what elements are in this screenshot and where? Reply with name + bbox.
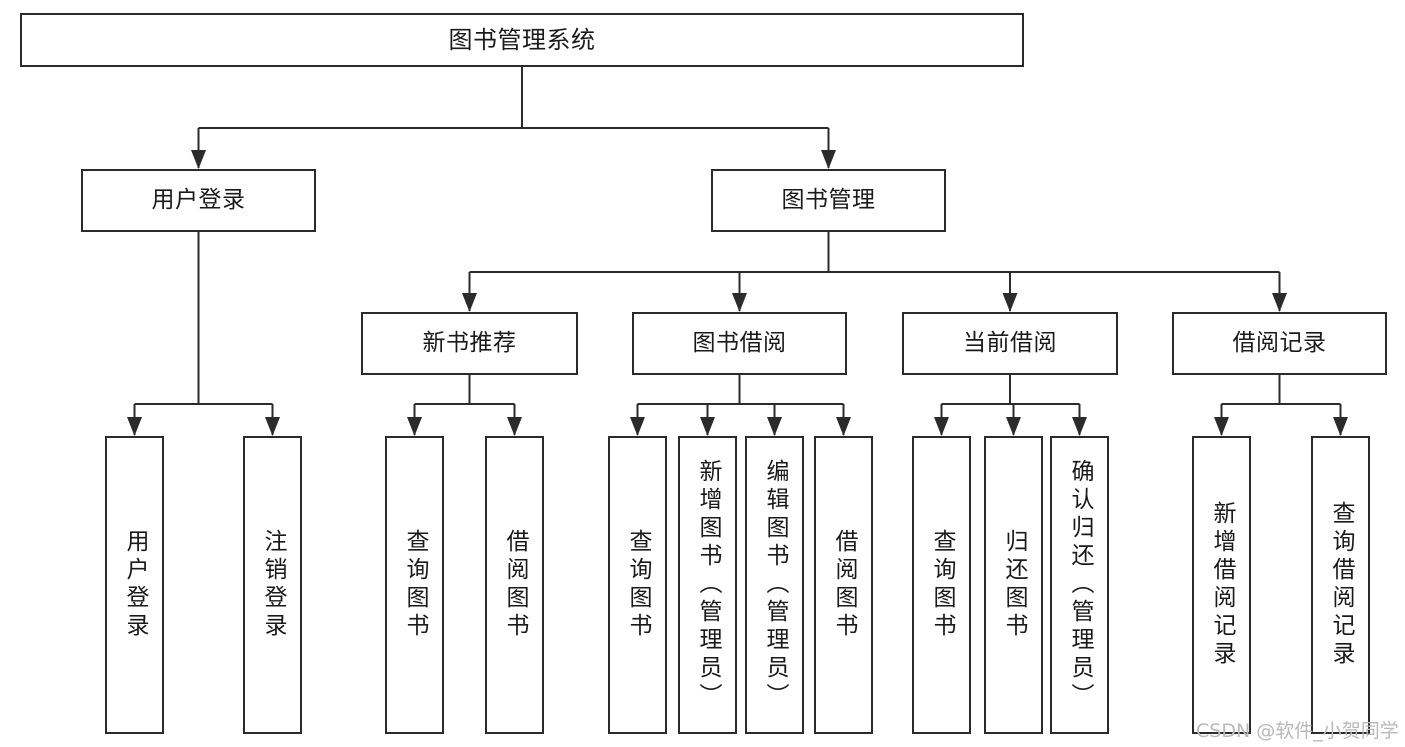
node-label: 查询图书 <box>625 529 651 641</box>
arrow-head-icon <box>1002 293 1018 312</box>
node-leaf-query-book-1[interactable]: 查询图书 <box>385 436 444 734</box>
node-l2-current-borrow[interactable]: 当前借阅 <box>902 312 1118 375</box>
node-label: 归还图书 <box>1001 529 1027 641</box>
node-label: 新增图书（管理员） <box>695 459 721 711</box>
arrow-head-icon <box>265 417 280 436</box>
arrow-head-icon <box>836 417 851 436</box>
node-label: 借阅图书 <box>831 529 857 641</box>
node-label: 图书借阅 <box>692 329 787 356</box>
node-leaf-borrow-book-1[interactable]: 借阅图书 <box>485 436 544 734</box>
arrow-head-icon <box>1333 417 1348 436</box>
arrow-head-icon <box>821 150 836 169</box>
node-label: 注销登录 <box>260 529 286 641</box>
node-leaf-confirm-return[interactable]: 确认归还（管理员） <box>1050 436 1109 734</box>
node-leaf-borrow-book-2[interactable]: 借阅图书 <box>814 436 873 734</box>
node-label: 查询图书 <box>929 529 955 641</box>
node-label: 图书管理系统 <box>448 25 596 54</box>
node-label: 图书管理 <box>781 186 876 213</box>
arrow-head-icon <box>934 417 949 436</box>
node-leaf-query-record[interactable]: 查询借阅记录 <box>1311 436 1370 734</box>
node-leaf-query-book-3[interactable]: 查询图书 <box>912 436 971 734</box>
arrow-head-icon <box>1272 293 1287 312</box>
node-leaf-edit-book[interactable]: 编辑图书（管理员） <box>745 436 804 734</box>
arrow-head-icon <box>1006 417 1021 436</box>
csdn-watermark: CSDN @软件_小贺同学 <box>1196 720 1399 742</box>
node-label: 确认归还（管理员） <box>1067 459 1093 711</box>
arrow-head-icon <box>407 417 422 436</box>
node-leaf-add-book[interactable]: 新增图书（管理员） <box>678 436 737 734</box>
node-l1-user-login[interactable]: 用户登录 <box>81 169 316 232</box>
arrow-head-icon <box>1072 417 1087 436</box>
arrow-head-icon <box>630 417 645 436</box>
node-label: 用户登录 <box>122 529 148 641</box>
node-label: 借阅记录 <box>1232 329 1327 356</box>
arrow-head-icon <box>732 293 747 312</box>
arrow-head-icon <box>127 417 142 436</box>
arrow-head-icon <box>507 417 522 436</box>
node-l2-borrow-record[interactable]: 借阅记录 <box>1172 312 1387 375</box>
node-leaf-return-book[interactable]: 归还图书 <box>984 436 1043 734</box>
node-label: 新书推荐 <box>422 329 517 356</box>
node-label: 查询借阅记录 <box>1328 501 1354 669</box>
arrow-head-icon <box>700 417 715 436</box>
node-l1-book-mgmt[interactable]: 图书管理 <box>711 169 946 232</box>
node-l2-book-borrow[interactable]: 图书借阅 <box>632 312 847 375</box>
node-label: 用户登录 <box>151 186 246 213</box>
node-leaf-logout[interactable]: 注销登录 <box>243 436 302 734</box>
node-label: 编辑图书（管理员） <box>762 459 788 711</box>
arrow-head-icon <box>1214 417 1229 436</box>
node-label: 新增借阅记录 <box>1209 501 1235 669</box>
node-l2-new-book-rec[interactable]: 新书推荐 <box>361 312 578 375</box>
node-label: 当前借阅 <box>963 329 1057 356</box>
arrow-head-icon <box>462 293 477 312</box>
node-label: 查询图书 <box>402 529 428 641</box>
node-label: 借阅图书 <box>502 529 528 641</box>
node-root[interactable]: 图书管理系统 <box>20 13 1024 67</box>
node-leaf-add-record[interactable]: 新增借阅记录 <box>1192 436 1251 734</box>
arrow-head-icon <box>767 417 782 436</box>
node-leaf-user-login[interactable]: 用户登录 <box>105 436 164 734</box>
arrow-head-icon <box>191 150 206 169</box>
node-leaf-query-book-2[interactable]: 查询图书 <box>608 436 667 734</box>
